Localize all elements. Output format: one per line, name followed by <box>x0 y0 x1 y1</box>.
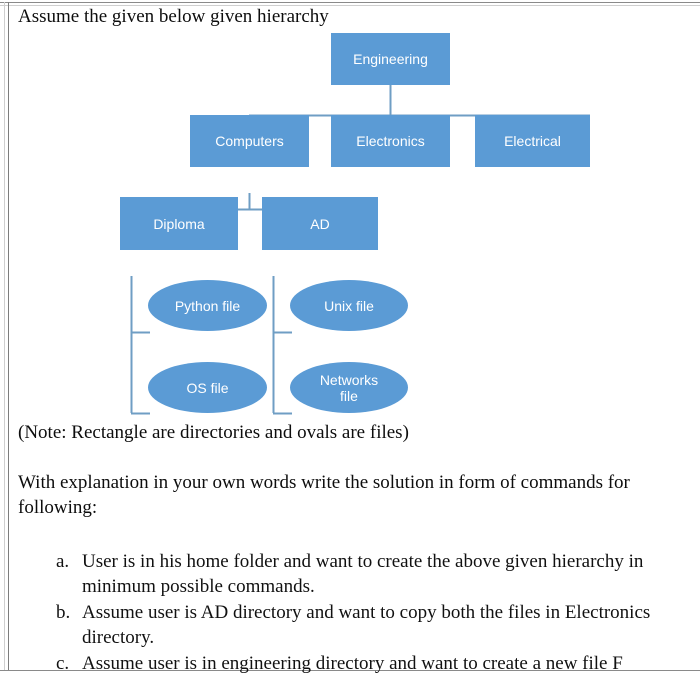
list-item-marker: b. <box>56 602 71 623</box>
node-python-file-label: Python file <box>174 297 241 314</box>
node-os-file[interactable]: OS file <box>148 362 267 413</box>
list-item-text: Assume user is in engineering directory … <box>82 653 623 674</box>
node-electronics-label: Electronics <box>356 133 425 149</box>
node-computers-label: Computers <box>215 133 284 149</box>
page-top-rule-light <box>0 5 700 6</box>
hierarchy-diagram: Engineering Computers Electronics Electr… <box>0 26 700 420</box>
node-ad-label: AD <box>310 215 330 232</box>
list-item: c. Assume user is in engineering directo… <box>56 651 700 676</box>
node-electrical[interactable]: Electrical <box>475 115 590 167</box>
node-engineering[interactable]: Engineering <box>331 33 450 85</box>
node-networks-file-label: Networks file <box>319 371 379 404</box>
page-left-rule-light <box>4 2 5 671</box>
instruction-text: With explanation in your own words write… <box>18 472 630 518</box>
node-ad[interactable]: AD <box>262 197 378 250</box>
note-text: (Note: Rectangle are directories and ova… <box>18 422 409 443</box>
node-computers[interactable]: Computers <box>190 115 309 167</box>
page-bottom-rule <box>0 670 700 671</box>
intro-text: Assume the given below given hierarchy <box>18 6 329 27</box>
list-item-marker: a. <box>56 551 70 572</box>
node-unix-file-label: Unix file <box>324 297 374 314</box>
page-top-rule <box>0 2 700 3</box>
list-item: b. Assume user is AD directory and want … <box>56 600 700 650</box>
list-item: a. User is in his home folder and want t… <box>56 549 700 599</box>
node-electronics[interactable]: Electronics <box>331 115 450 167</box>
node-electrical-label: Electrical <box>504 133 561 149</box>
page-left-rule <box>8 2 9 671</box>
list-item-text: User is in his home folder and want to c… <box>82 551 644 597</box>
node-engineering-label: Engineering <box>353 51 428 67</box>
node-os-file-label: OS file <box>186 379 229 396</box>
node-networks-file[interactable]: Networks file <box>290 362 408 413</box>
list-item-text: Assume user is AD directory and want to … <box>82 602 651 648</box>
list-item-marker: c. <box>56 653 70 674</box>
node-diploma[interactable]: Diploma <box>120 197 238 250</box>
node-python-file[interactable]: Python file <box>148 280 267 331</box>
task-list: a. User is in his home folder and want t… <box>24 549 700 677</box>
node-unix-file[interactable]: Unix file <box>290 280 408 331</box>
node-diploma-label: Diploma <box>153 215 205 232</box>
